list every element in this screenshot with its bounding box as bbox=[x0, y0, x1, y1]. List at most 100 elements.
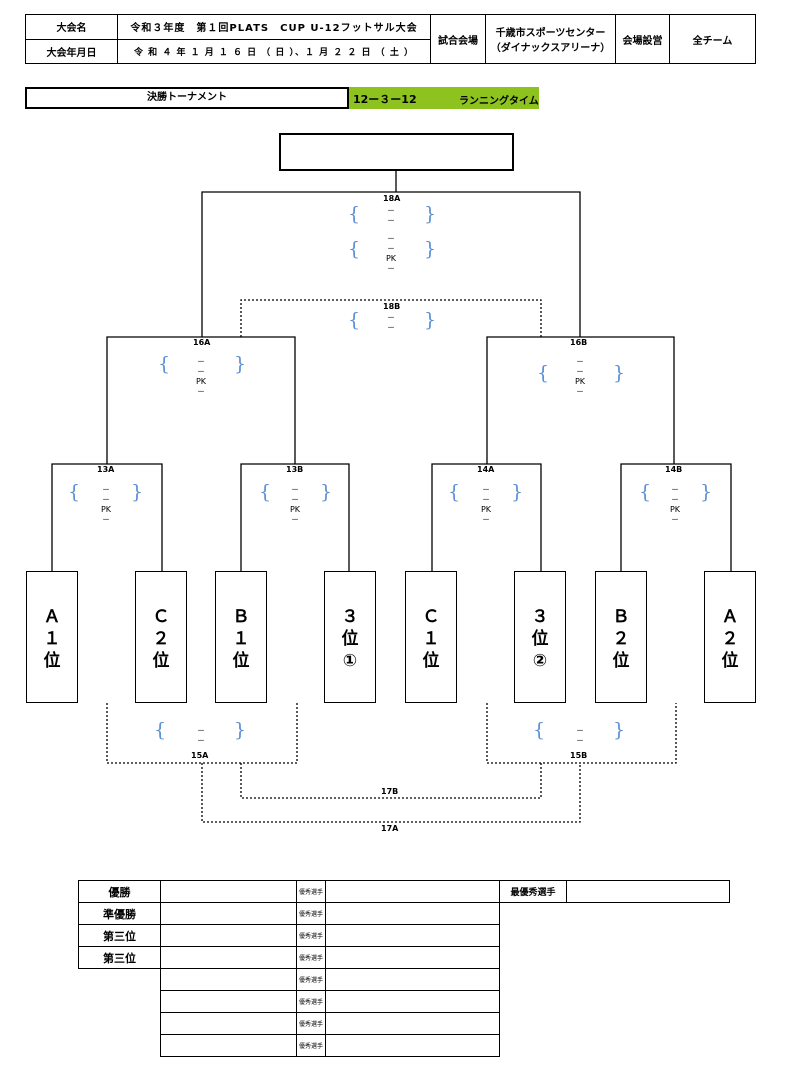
excellent-player-name bbox=[325, 1012, 500, 1035]
venue-line2: （ダイナックスアリーナ） bbox=[490, 43, 611, 54]
excellent-player-name bbox=[325, 946, 500, 969]
brace-left-icon: { bbox=[639, 481, 652, 503]
winner-label: 優勝 bbox=[78, 880, 161, 903]
line-16b bbox=[486, 336, 675, 464]
pk-label: PK bbox=[385, 254, 397, 263]
match-17b-label: 17B bbox=[381, 787, 399, 796]
team-cell bbox=[160, 968, 297, 991]
team-cell bbox=[160, 990, 297, 1013]
excellent-player-name bbox=[325, 1034, 500, 1057]
line-15b bbox=[486, 703, 677, 764]
section-title: 決勝トーナメント bbox=[25, 87, 349, 109]
line-13a bbox=[51, 463, 163, 571]
match-15b-label: 15B bbox=[570, 751, 588, 760]
third-place-label: 第三位 bbox=[78, 946, 161, 969]
excellent-player-label: 優秀選手 bbox=[296, 924, 326, 947]
score-16a: － － PK － bbox=[141, 357, 261, 397]
setup-value: 全チーム bbox=[669, 14, 756, 64]
match-14a-label: 14A bbox=[477, 465, 495, 474]
runner-up-label: 準優勝 bbox=[78, 902, 161, 925]
brace-right-icon: } bbox=[511, 481, 524, 503]
pk-label: PK bbox=[574, 377, 586, 386]
score-13b: － － PK － bbox=[235, 485, 355, 525]
score-dash: － bbox=[387, 244, 395, 253]
brace-left-icon: { bbox=[348, 203, 361, 225]
excellent-player-label: 優秀選手 bbox=[296, 902, 326, 925]
header-table: 大会名 令和３年度 第１回PLATS CUP U-12フットサル大会 試合会場 … bbox=[25, 14, 756, 64]
brace-left-icon: { bbox=[533, 719, 546, 741]
score-dash: － bbox=[387, 313, 395, 322]
match-13b-label: 13B bbox=[286, 465, 304, 474]
score-dash: － bbox=[387, 323, 395, 332]
champion-box bbox=[279, 133, 514, 171]
line-17b bbox=[240, 763, 542, 799]
pk-label: PK bbox=[195, 377, 207, 386]
score-dash: － bbox=[387, 264, 395, 273]
team-cell bbox=[160, 1012, 297, 1035]
line-17a bbox=[201, 763, 581, 823]
excellent-player-label: 優秀選手 bbox=[296, 968, 326, 991]
third-place-team bbox=[160, 946, 297, 969]
brace-right-icon: } bbox=[234, 719, 247, 741]
venue-value: 千歳市スポーツセンター （ダイナックスアリーナ） bbox=[485, 14, 616, 64]
pk-label: PK bbox=[100, 505, 112, 514]
brace-left-icon: { bbox=[537, 362, 550, 384]
brace-left-icon: { bbox=[259, 481, 272, 503]
score-13a: － － PK － bbox=[46, 485, 166, 525]
match-17a-label: 17A bbox=[381, 824, 399, 833]
brace-left-icon: { bbox=[448, 481, 461, 503]
score-dash: － bbox=[576, 367, 584, 376]
brace-right-icon: } bbox=[424, 309, 437, 331]
brace-right-icon: } bbox=[320, 481, 333, 503]
score-dash: － bbox=[671, 515, 679, 524]
venue-line1: 千歳市スポーツセンター bbox=[495, 28, 606, 39]
score-dash: － bbox=[102, 495, 110, 504]
score-dash: － bbox=[576, 736, 584, 745]
results-table: 優勝 優秀選手 最優秀選手 準優勝 優秀選手 第三位 優秀選手 第三位 優秀選手… bbox=[78, 880, 730, 1057]
venue-label: 試合会場 bbox=[430, 14, 486, 64]
score-dash: － bbox=[576, 387, 584, 396]
time-type: ランニングタイム bbox=[459, 96, 539, 107]
score-dash: － bbox=[482, 485, 490, 494]
excellent-player-name bbox=[325, 990, 500, 1013]
score-dash: － bbox=[671, 485, 679, 494]
score-15a: － － bbox=[141, 726, 261, 746]
score-dash: － bbox=[387, 216, 395, 225]
score-dash: － bbox=[197, 387, 205, 396]
excellent-player-name bbox=[325, 902, 500, 925]
match-18a-label: 18A bbox=[383, 194, 401, 203]
excellent-player-label: 優秀選手 bbox=[296, 1034, 326, 1057]
line-14b bbox=[620, 463, 732, 571]
winner-team bbox=[160, 880, 297, 903]
score-dash: － bbox=[291, 495, 299, 504]
match-13a-label: 13A bbox=[97, 465, 115, 474]
line-13b bbox=[240, 463, 350, 571]
third-place-label: 第三位 bbox=[78, 924, 161, 947]
brace-right-icon: } bbox=[613, 362, 626, 384]
score-dash: － bbox=[482, 515, 490, 524]
match-16b-label: 16B bbox=[570, 338, 588, 347]
pk-label: PK bbox=[669, 505, 681, 514]
match-16a-label: 16A bbox=[193, 338, 211, 347]
format-bar: 12ー３ー12 ランニングタイム bbox=[349, 87, 539, 109]
line-14a bbox=[431, 463, 542, 571]
excellent-player-label: 優秀選手 bbox=[296, 880, 326, 903]
score-dash: － bbox=[482, 495, 490, 504]
excellent-player-label: 優秀選手 bbox=[296, 946, 326, 969]
score-dash: － bbox=[197, 367, 205, 376]
line-15a bbox=[106, 703, 298, 764]
mvp-name bbox=[566, 880, 730, 903]
match-15a-label: 15A bbox=[191, 751, 209, 760]
excellent-player-label: 優秀選手 bbox=[296, 1012, 326, 1035]
brace-left-icon: { bbox=[348, 238, 361, 260]
score-dash: － bbox=[197, 357, 205, 366]
line-16a bbox=[106, 336, 296, 464]
score-dash: － bbox=[387, 234, 395, 243]
score-18b: － － bbox=[331, 313, 451, 333]
